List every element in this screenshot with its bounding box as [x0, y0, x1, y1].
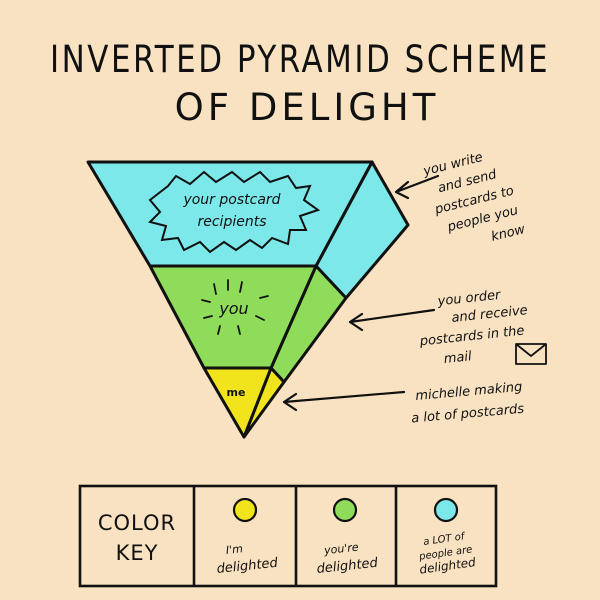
pyramid-band-bottom	[202, 366, 273, 439]
arrow-middle	[348, 308, 436, 332]
key-item-1-line-1: I'm	[225, 542, 243, 557]
annotation-top: you write and send postcards to people y…	[421, 150, 527, 245]
sparkle-lines	[201, 279, 269, 335]
annotation-bottom-line-1: michelle making	[415, 380, 523, 404]
key-swatch-yellow	[232, 497, 258, 523]
annotation-bottom-line-2: a lot of postcards	[411, 402, 525, 427]
key-swatch-green	[332, 497, 358, 523]
key-item-1-text: I'm delighted	[216, 542, 279, 577]
annotation-middle-line-3: postcards in the	[418, 324, 525, 350]
arrow-bottom	[282, 390, 406, 412]
annotation-arrows	[282, 174, 440, 412]
annotation-bottom: michelle making a lot of postcards	[411, 380, 525, 427]
key-item-2-line-2: delighted	[316, 556, 379, 577]
top-band-label-line-1: your postcard	[182, 192, 280, 208]
envelope-icon	[515, 343, 547, 365]
pyramid-side-face	[242, 160, 410, 439]
key-item-2-text: you're delighted	[316, 541, 379, 577]
top-band-label-line-2: recipients	[197, 214, 266, 230]
key-item-1-line-2: delighted	[216, 556, 279, 577]
title-line-2: OF DELIGHT	[175, 86, 440, 129]
key-swatch-cyan	[433, 497, 459, 523]
title-line-1: INVERTED PYRAMID SCHEME	[50, 38, 550, 81]
annotation-middle-line-1: you order	[436, 288, 503, 310]
key-item-3-text: a LOT of people are delighted	[418, 531, 477, 577]
starburst-shape	[148, 170, 321, 254]
middle-band-label: you	[218, 299, 248, 318]
color-key-title-line-1: COLOR	[98, 511, 176, 535]
annotation-top-line-5: know	[490, 222, 527, 245]
bottom-band-label: me	[227, 386, 246, 399]
key-item-2-line-1: you're	[322, 541, 359, 558]
color-key-frame	[78, 484, 498, 588]
annotation-middle: you order and receive postcards in the m…	[418, 288, 528, 367]
color-key	[78, 484, 498, 588]
arrow-top	[394, 174, 440, 200]
color-key-title-line-2: KEY	[116, 541, 159, 565]
annotation-middle-line-4: mail	[443, 349, 473, 367]
